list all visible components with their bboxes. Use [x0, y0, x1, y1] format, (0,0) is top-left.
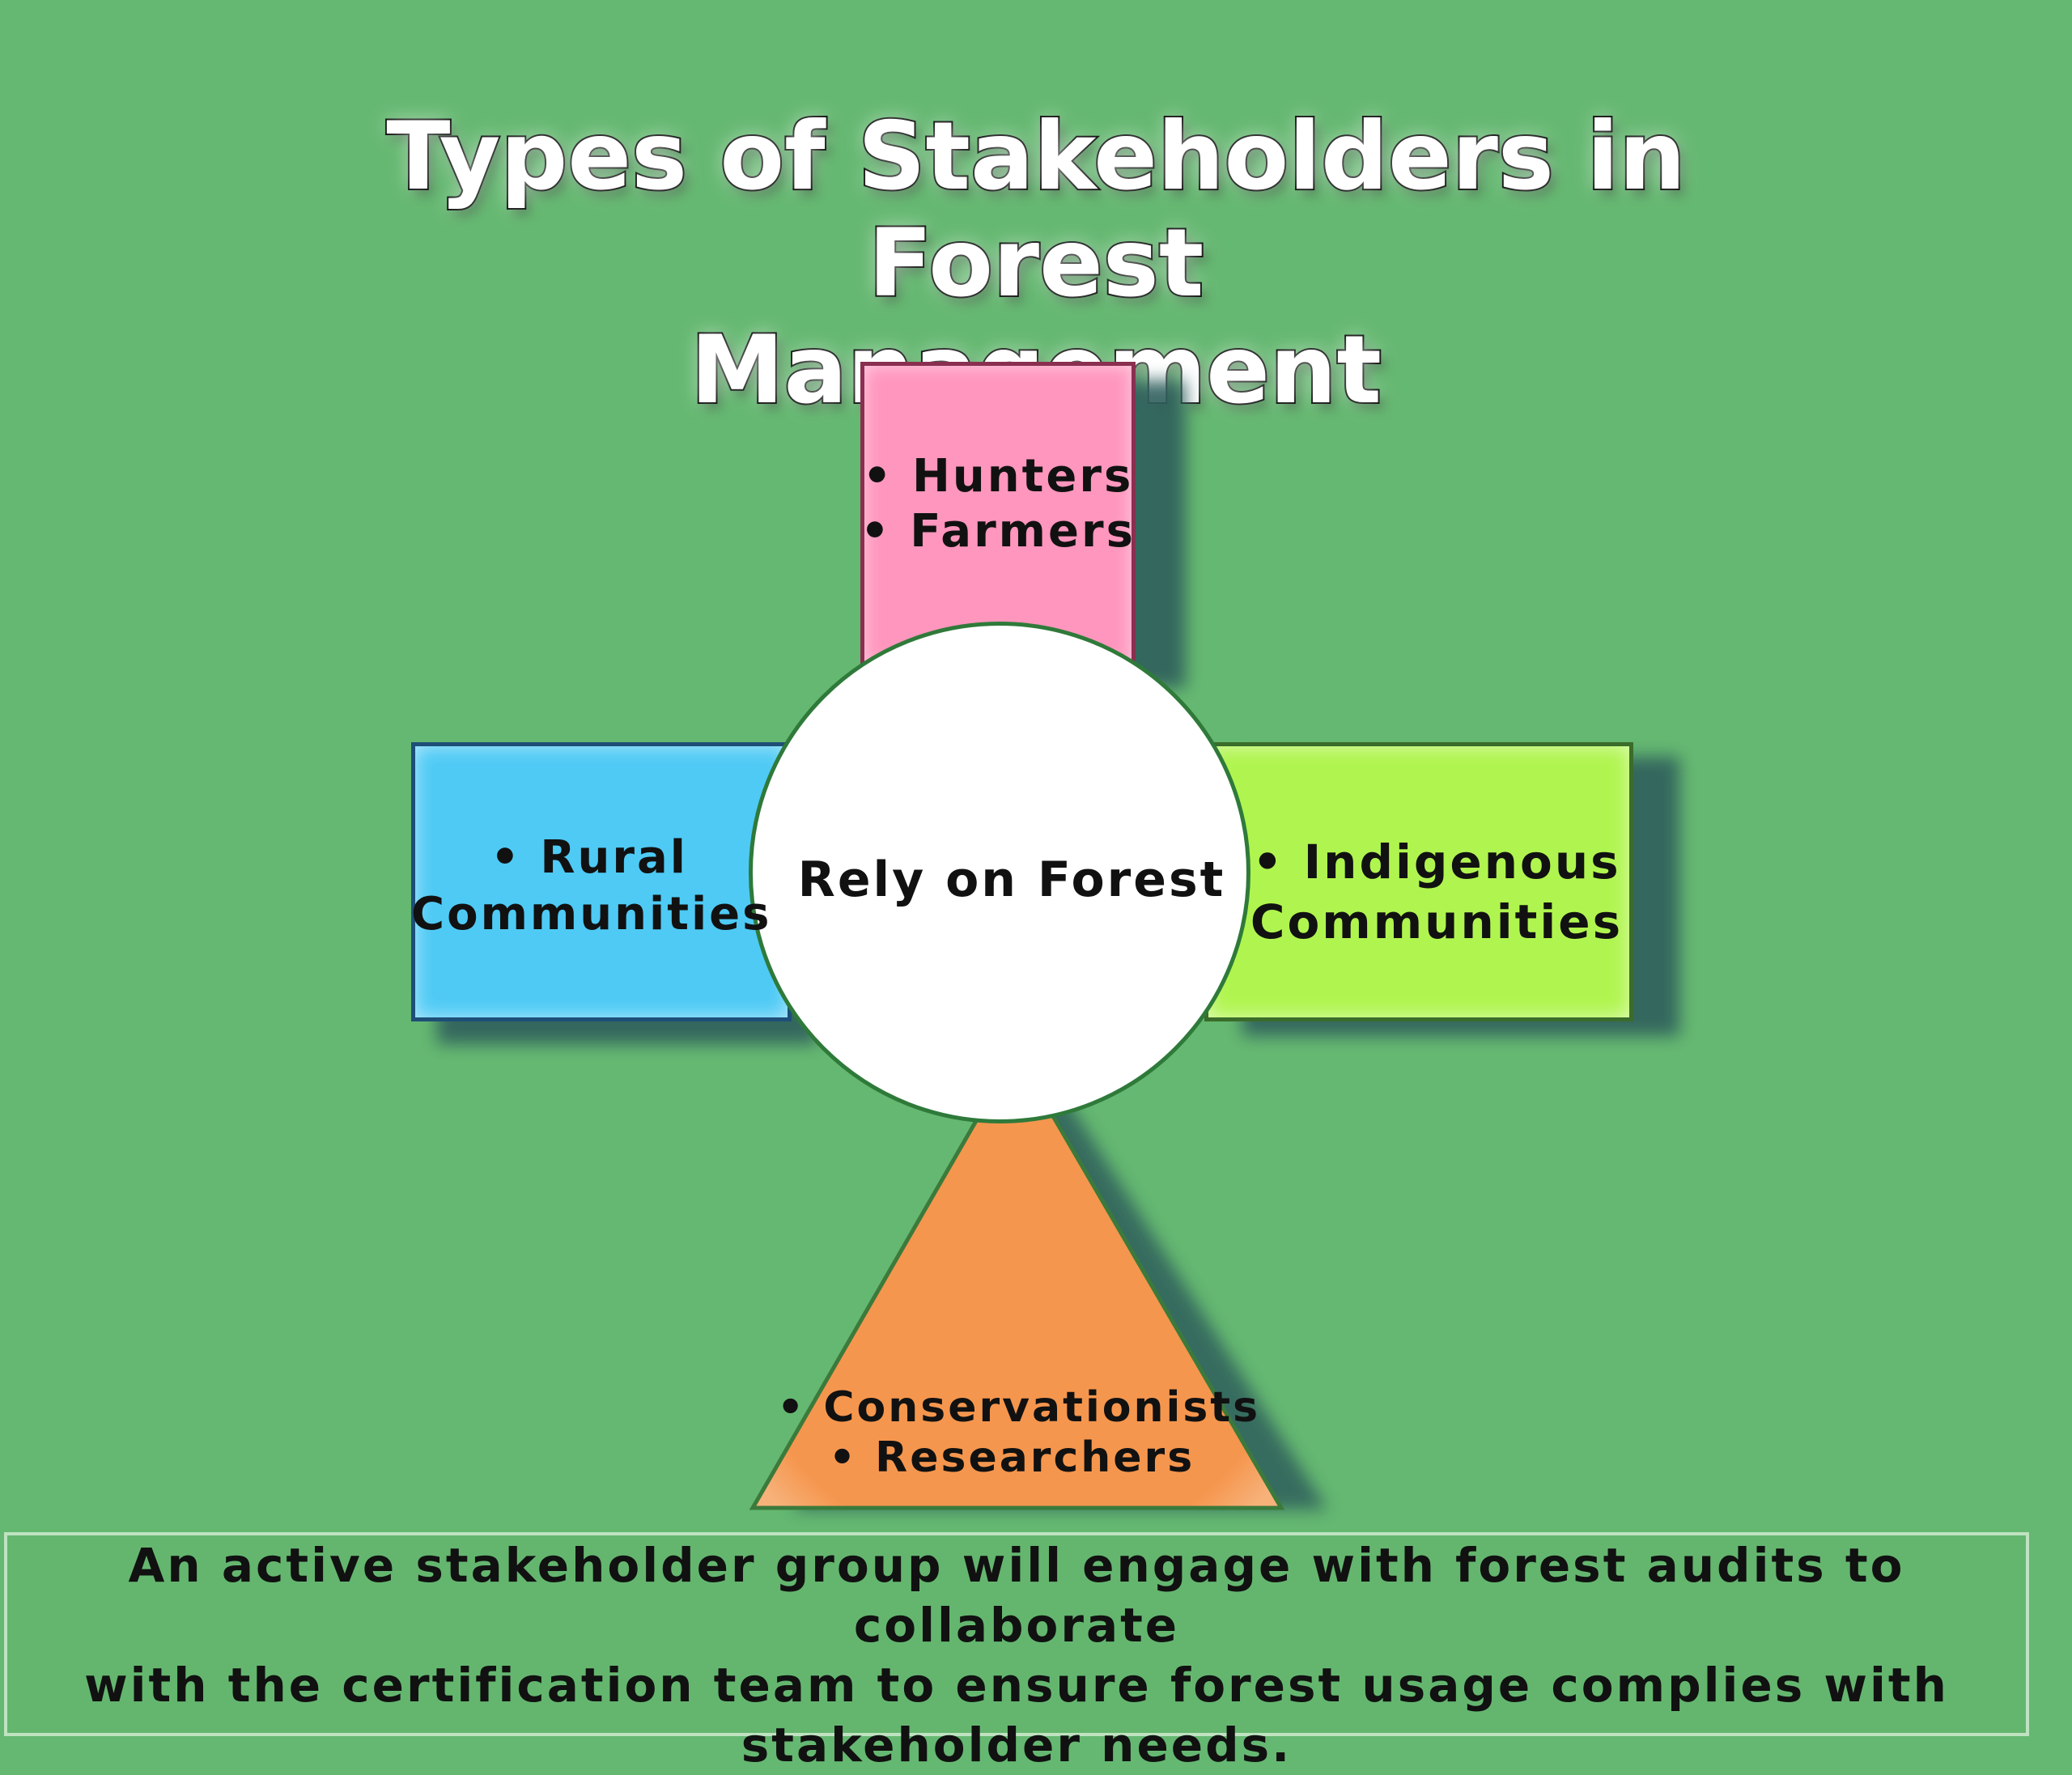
top-box-item-1: • Hunters: [862, 450, 1134, 503]
left-box-label: • Rural Communities: [411, 830, 772, 943]
right-box-label: • Indigenous Communities: [1246, 832, 1627, 952]
top-box-label: • Hunters • Farmers: [860, 449, 1136, 559]
footer-line-1: An active stakeholder group will engage …: [128, 1538, 1905, 1653]
title-line-1: Types of Stakeholders in Forest: [384, 102, 1687, 319]
footer-line-3: stakeholder needs.: [741, 1718, 1293, 1773]
footer-box: [4, 1532, 2029, 1736]
footer-line-2: with the certification team to ensure fo…: [84, 1658, 1949, 1713]
right-stakeholder-box: [1204, 742, 1633, 1021]
left-stakeholder-box: [411, 742, 792, 1021]
top-box-item-2: • Farmers: [860, 505, 1136, 558]
bottom-triangle-label: • Conservationists • Researchers: [777, 1382, 1261, 1483]
right-box-line-2: Communities: [1250, 894, 1624, 949]
left-box-line-1: • Rural: [490, 831, 688, 884]
bottom-item-2: • Researchers: [828, 1433, 1195, 1482]
diagram-title: Types of Stakeholders in Forest Manageme…: [227, 102, 1845, 426]
center-label: Rely on Forest: [797, 851, 1226, 908]
footer-text: An active stakeholder group will engage …: [12, 1535, 2021, 1775]
right-box-line-1: • Indigenous: [1252, 834, 1621, 890]
bottom-item-1: • Conservationists: [777, 1383, 1261, 1432]
left-box-line-2: Communities: [411, 888, 772, 941]
center-circle: [749, 622, 1250, 1123]
